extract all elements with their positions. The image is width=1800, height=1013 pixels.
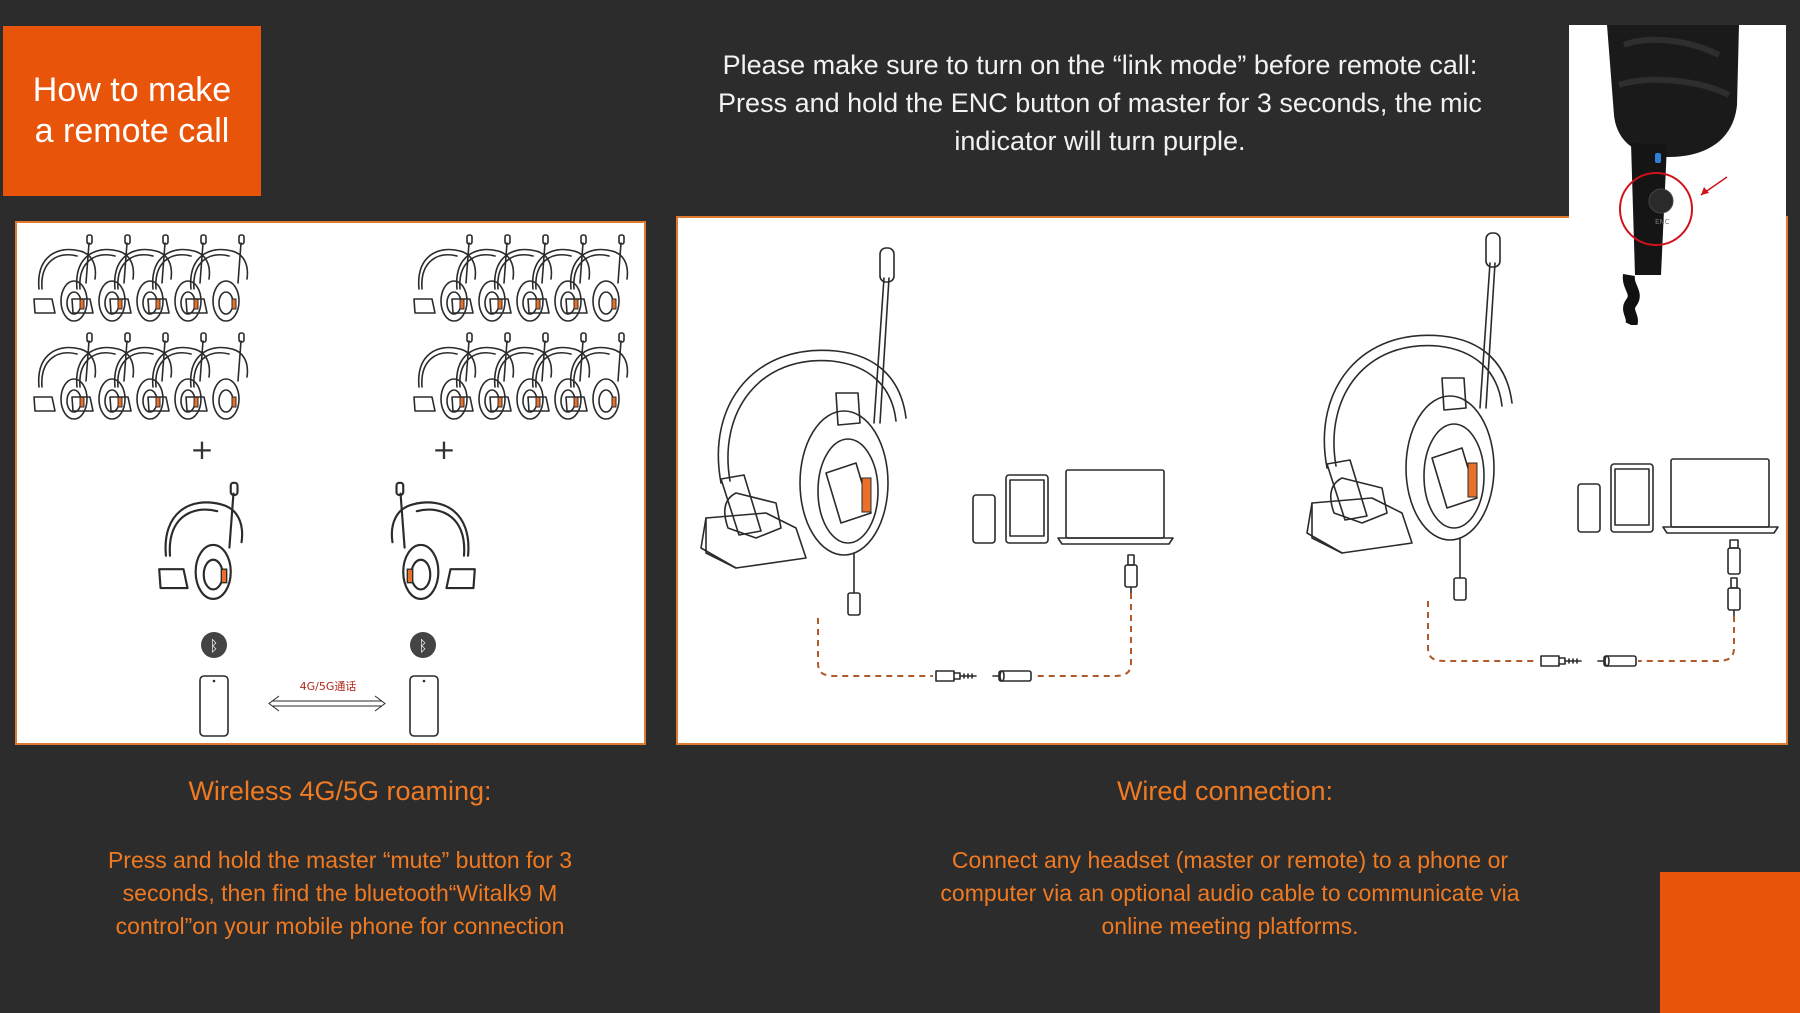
plus-sign-right: + <box>432 433 455 466</box>
highlight-circle <box>1619 172 1693 246</box>
wireless-desc-line-3: control”on your mobile phone for connect… <box>115 913 565 939</box>
title-line-2: a remote call <box>34 112 230 150</box>
plus-sign-left: + <box>190 433 213 466</box>
audio-jack-socket-icon <box>992 670 1032 682</box>
phone-icon <box>409 675 439 737</box>
audio-jack-plug-icon <box>935 670 977 682</box>
instructions-line-3: indicator will turn purple. <box>954 126 1246 156</box>
svg-text:ᛒ: ᛒ <box>209 637 218 655</box>
wireless-desc-line-1: Press and hold the master “mute” button … <box>107 847 573 873</box>
wireless-diagram: + + ᛒ ᛒ 4G/5G通话 <box>33 234 629 737</box>
wireless-description: Press and hold the master “mute” button … <box>70 844 610 943</box>
instructions-line-2: Press and hold the ENC button of master … <box>718 88 1482 118</box>
wired-description: Connect any headset (master or remote) t… <box>900 844 1560 943</box>
enc-button-label: ENC <box>1655 218 1670 226</box>
wireless-heading: Wireless 4G/5G roaming: <box>188 776 492 806</box>
master-headset-right <box>390 481 476 600</box>
usb-c-plug-icon <box>1124 554 1138 594</box>
headset-illustration-2 <box>1306 232 1513 601</box>
usb-c-plug-icon <box>1727 577 1741 617</box>
wired-heading: Wired connection: <box>1116 776 1334 806</box>
headset-group-right <box>413 234 629 420</box>
link-mode-instructions: Please make sure to turn on the “link mo… <box>670 46 1530 160</box>
cable-line <box>1033 593 1132 677</box>
bluetooth-icon: ᛒ <box>410 632 436 658</box>
mic-closeup: ENC <box>1607 25 1739 325</box>
wireless-desc-line-2: seconds, then find the bluetooth“Witalk9… <box>122 880 558 906</box>
phone-icon <box>199 675 229 737</box>
audio-jack-plug-icon <box>1540 655 1582 667</box>
cable-line <box>817 618 933 677</box>
headset-group-left <box>33 234 249 420</box>
bluetooth-icon: ᛒ <box>201 632 227 658</box>
devices-group-2 <box>1577 458 1779 534</box>
wired-desc-line-1: Connect any headset (master or remote) t… <box>951 847 1509 873</box>
headset-illustration-1 <box>700 247 907 616</box>
cable-line <box>1638 616 1735 662</box>
wired-diagram <box>700 232 1779 682</box>
wireless-diagram-panel: + + ᛒ ᛒ 4G/5G通话 <box>15 221 646 745</box>
mic-enc-button-photo: ENC <box>1569 25 1786 325</box>
wired-desc-line-2: computer via an optional audio cable to … <box>940 880 1520 906</box>
title-line-1: How to make <box>32 71 232 109</box>
devices-group-1 <box>972 469 1174 545</box>
audio-jack-socket-icon <box>1597 655 1637 667</box>
cable-line <box>1427 601 1538 662</box>
double-arrow-icon <box>268 695 386 712</box>
page-title: How to make a remote call <box>3 26 261 196</box>
instructions-line-1: Please make sure to turn on the “link mo… <box>722 50 1478 80</box>
call-label: 4G/5G通话 <box>300 680 357 693</box>
svg-text:ᛒ: ᛒ <box>418 637 427 655</box>
master-headset-left <box>158 481 244 600</box>
usb-a-plug-icon <box>1727 539 1741 575</box>
decorative-corner-block <box>1660 872 1800 1013</box>
wired-desc-line-3: online meeting platforms. <box>1101 913 1359 939</box>
